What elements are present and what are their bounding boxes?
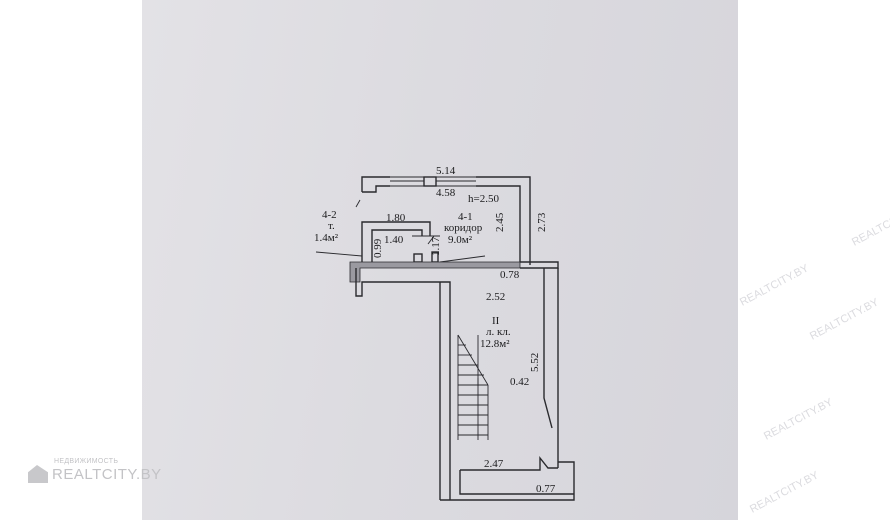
dim-stair-inner: 0.42 xyxy=(510,376,529,388)
room-id: II xyxy=(492,315,500,327)
dim-room42-top: 1.80 xyxy=(386,212,406,224)
room-id: 4-2 xyxy=(322,209,337,221)
dim-top-outer: 5.14 xyxy=(436,165,456,177)
staircase xyxy=(457,334,489,440)
upper-walls xyxy=(355,176,531,265)
room-area: 9.0м² xyxy=(448,234,473,246)
room-name: т. xyxy=(328,220,335,232)
dim-room42-inner: 1.40 xyxy=(384,234,404,246)
room-area: 12.8м² xyxy=(480,338,510,350)
dim-bottom-outer: 0.77 xyxy=(536,483,556,495)
stair-hall-walls xyxy=(439,268,575,501)
room-name: л. кл. xyxy=(486,326,511,338)
dim-right-upper: 2.73 xyxy=(536,212,548,232)
middle-wall xyxy=(349,261,559,297)
dim-stair-top: 2.52 xyxy=(486,291,505,303)
room-name: коридор xyxy=(444,222,483,234)
watermark-subtitle: НЕДВИЖИМОСТЬ xyxy=(54,458,119,465)
watermark-brand-text: REALTCITY.BY xyxy=(52,465,162,483)
watermark-brand: REALTCITY.BY xyxy=(28,465,162,483)
dim-stair-side: 5.52 xyxy=(529,353,541,372)
dim-top-inner: 4.58 xyxy=(436,187,456,199)
realtcity-watermark: НЕДВИЖИМОСТЬ REALTCITY.BY xyxy=(28,458,162,483)
room-id: 4-1 xyxy=(458,211,473,223)
room-label-corridor: 4-1 коридор 9.0м² xyxy=(444,211,483,246)
dim-height: h=2.50 xyxy=(468,193,499,205)
room-area: 1.4м² xyxy=(314,232,339,244)
dim-bottom-inner: 2.47 xyxy=(484,458,504,470)
dim-room42-v2: 1.17 xyxy=(430,236,442,256)
house-logo-icon xyxy=(28,465,48,483)
dim-corridor-side: 2.45 xyxy=(494,212,506,232)
room-label-4-2: 4-2 т. 1.4м² xyxy=(314,209,339,244)
dim-room42-v1: 0.99 xyxy=(372,238,384,258)
dim-step-right: 0.78 xyxy=(500,269,520,281)
room-label-stairwell: II л. кл. 12.8м² xyxy=(480,315,511,350)
